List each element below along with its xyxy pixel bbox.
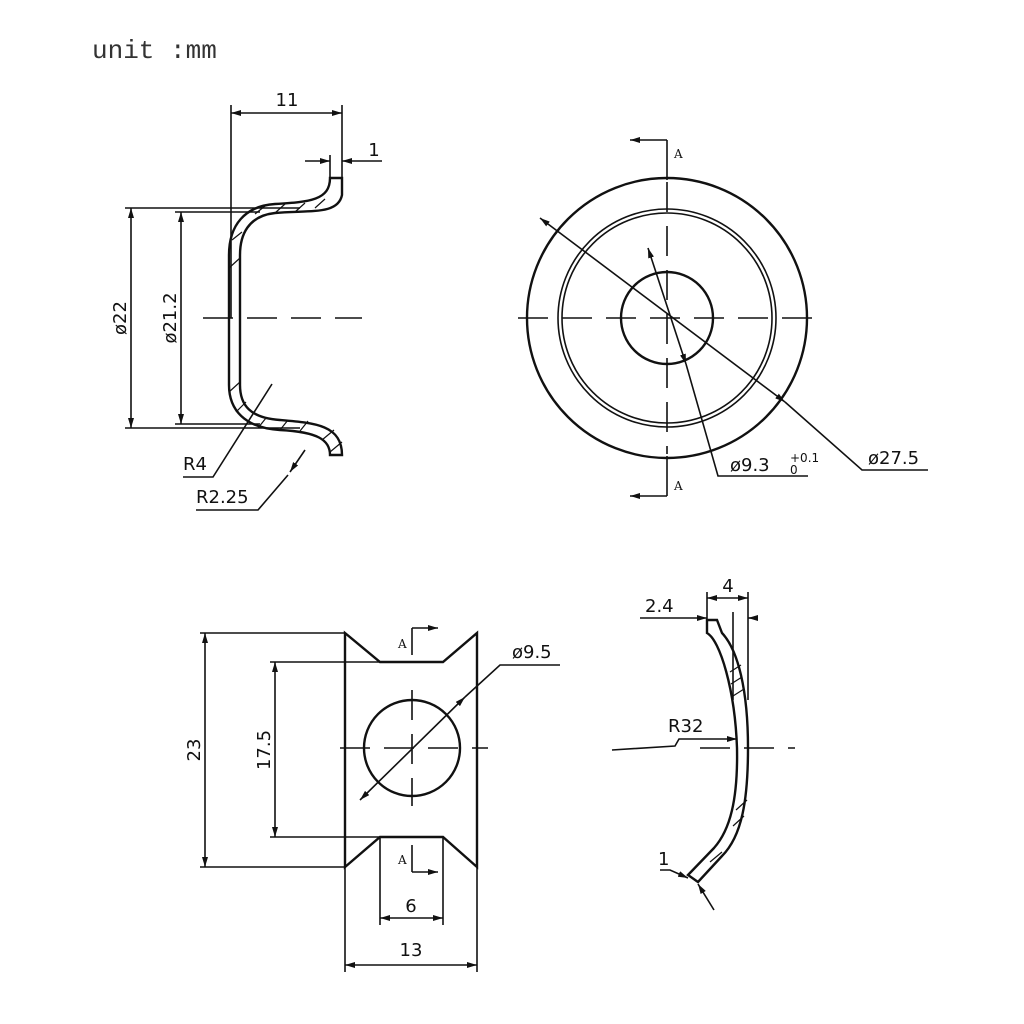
plate-view: 23 17.5 6 13 ø9.5 A A bbox=[184, 625, 560, 972]
dim-thickness-label: 1 bbox=[368, 140, 379, 161]
dim-inner-dia-label: ø21.2 bbox=[160, 292, 181, 343]
dim-width-label: 11 bbox=[276, 90, 299, 111]
hatching bbox=[228, 198, 343, 453]
dim-hole-label: ø9.5 bbox=[512, 642, 552, 663]
dim-offset-label: 2.4 bbox=[645, 596, 674, 617]
profile-outline bbox=[227, 176, 344, 457]
tolerance-lower: 0 bbox=[790, 463, 798, 477]
dim-outer-dia-label: ø22 bbox=[110, 301, 131, 335]
dim-hole-dia-label: ø9.3 bbox=[730, 455, 770, 476]
front-view: A A ø27.5 ø9.3 +0.1 0 bbox=[518, 137, 928, 499]
tolerance-upper: +0.1 bbox=[790, 451, 819, 465]
section-outline bbox=[686, 618, 750, 884]
dim-outer-dia-label: ø27.5 bbox=[868, 448, 919, 469]
section-label-bottom: A bbox=[673, 479, 683, 493]
side-profile-view: 11 1 ø22 ø21.2 R4 R2.25 bbox=[110, 90, 382, 511]
dim-height-label: 23 bbox=[184, 739, 205, 762]
dim-depth-label: 4 bbox=[722, 576, 733, 597]
dim-inner-height-label: 17.5 bbox=[254, 730, 275, 770]
radius-r225-label: R2.25 bbox=[196, 487, 249, 508]
dim-notch-label: 6 bbox=[405, 896, 416, 917]
section-label-top: A bbox=[397, 637, 407, 651]
radius-r32-label: R32 bbox=[668, 716, 703, 737]
radius-r4-label: R4 bbox=[183, 454, 207, 475]
section-label-bottom: A bbox=[397, 853, 407, 867]
unit-label: unit :mm bbox=[92, 36, 217, 66]
section-view: 4 2.4 R32 1 bbox=[611, 576, 795, 911]
section-label-top: A bbox=[673, 147, 683, 161]
dim-width-label: 13 bbox=[400, 940, 423, 961]
dim-thickness-label: 1 bbox=[658, 849, 669, 870]
